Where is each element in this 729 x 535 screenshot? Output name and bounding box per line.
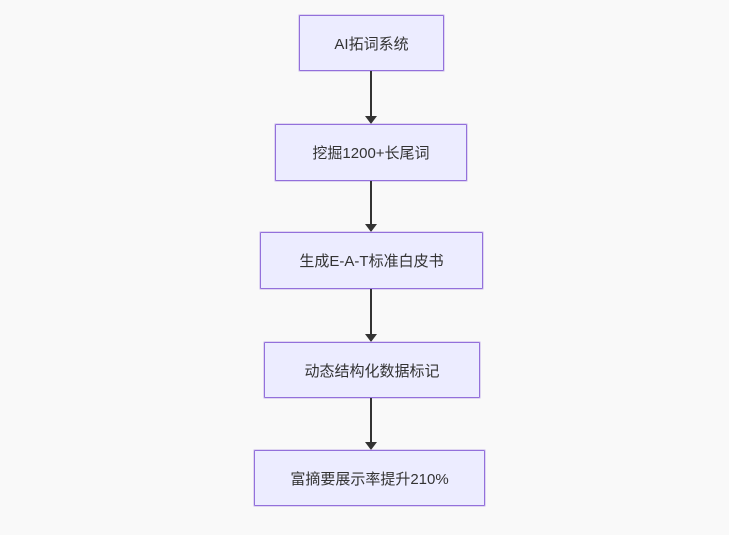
arrow-line — [370, 71, 372, 116]
flow-node-longtail-mining: 挖掘1200+长尾词 — [275, 124, 467, 181]
flow-node-label: 动态结构化数据标记 — [304, 362, 440, 380]
flow-node-label: 挖掘1200+长尾词 — [312, 145, 430, 162]
arrow-head-icon — [365, 334, 377, 342]
flow-node-label: AI拓词系统 — [334, 35, 409, 53]
flow-node-structured-data: 动态结构化数据标记 — [264, 342, 480, 398]
arrow-head-icon — [365, 442, 377, 450]
arrow-line — [370, 181, 372, 224]
arrow-head-icon — [365, 116, 377, 124]
arrow-line — [370, 289, 372, 334]
flow-node-label: 生成E-A-T标准白皮书 — [299, 253, 444, 270]
flow-node-rich-snippet-result: 富摘要展示率提升210% — [254, 450, 485, 506]
flow-node-eat-whitepaper: 生成E-A-T标准白皮书 — [260, 232, 483, 289]
flow-node-ai-word-expansion: AI拓词系统 — [299, 15, 444, 71]
flow-node-label: 富摘要展示率提升210% — [290, 470, 449, 488]
arrow-head-icon — [365, 224, 377, 232]
arrow-line — [370, 398, 372, 442]
